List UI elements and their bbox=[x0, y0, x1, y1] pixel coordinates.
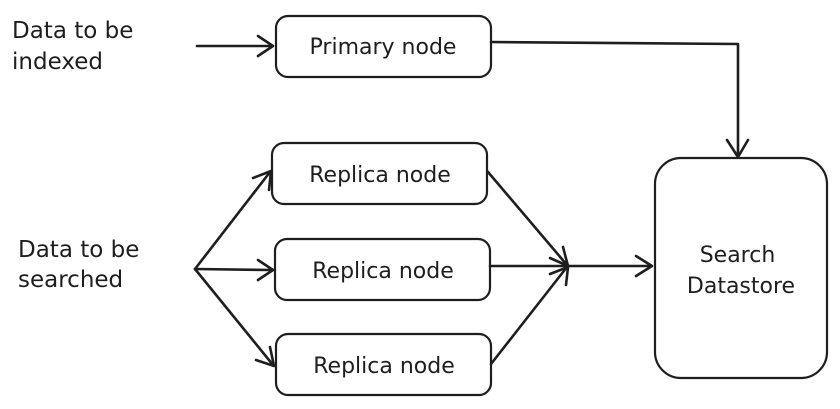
search-datastore-line-1: Search bbox=[700, 243, 776, 268]
replica-node-2-box bbox=[273, 237, 492, 302]
replica-node-2: Replica node bbox=[273, 237, 492, 302]
searched-input-line-2: searched bbox=[18, 267, 123, 293]
arrow-replica-1-to-merge bbox=[486, 170, 570, 268]
search-datastore-label: Search Datastore bbox=[687, 243, 795, 299]
replica-node-1: Replica node bbox=[270, 141, 489, 206]
search-datastore-node: Search Datastore bbox=[653, 156, 829, 380]
arrow-searched-to-replica-1 bbox=[193, 169, 273, 271]
replica-node-3: Replica node bbox=[274, 332, 493, 397]
searched-input-line-1: Data to be bbox=[18, 237, 139, 263]
arrow-merge-to-datastore bbox=[566, 254, 654, 278]
replica-node-3-label: Replica node bbox=[313, 354, 455, 379]
replica-node-2-label: Replica node bbox=[312, 259, 454, 284]
primary-node-label: Primary node bbox=[310, 35, 457, 60]
arrow-indexed-to-primary bbox=[195, 34, 275, 58]
indexed-input-line-1: Data to be bbox=[12, 18, 133, 44]
indexed-input-label: Data to be indexed bbox=[12, 18, 141, 75]
arrow-searched-to-replica-2 bbox=[193, 258, 275, 282]
search-datastore-box bbox=[653, 156, 829, 380]
searched-input-label: Data to be searched bbox=[18, 237, 147, 293]
indexed-input-line-2: indexed bbox=[12, 49, 103, 75]
search-datastore-line-2: Datastore bbox=[687, 274, 795, 299]
primary-node: Primary node bbox=[274, 14, 493, 79]
arrow-replica-3-to-merge bbox=[489, 265, 570, 366]
primary-node-box bbox=[274, 14, 493, 79]
arrow-primary-to-datastore bbox=[489, 40, 750, 159]
replica-node-1-label: Replica node bbox=[309, 163, 451, 188]
arrow-searched-to-replica-3 bbox=[193, 267, 276, 368]
